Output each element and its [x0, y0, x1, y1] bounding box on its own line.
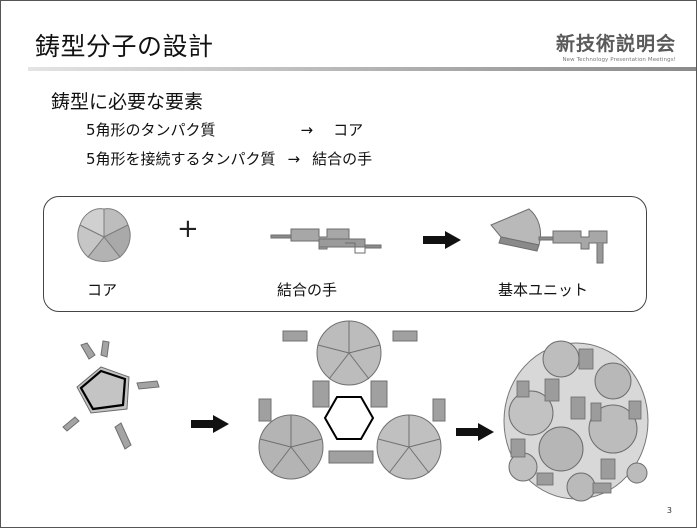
- title-rule: [28, 67, 696, 71]
- arrow-right-icon: [456, 423, 494, 441]
- arrow-right-icon: [423, 231, 461, 249]
- section-heading: 鋳型に必要な要素: [51, 91, 204, 113]
- requirement-1-item: 5角形のタンパク質: [86, 121, 216, 139]
- linker-label: 結合の手: [277, 281, 338, 299]
- logo-main-text: 新技術説明会: [555, 33, 676, 55]
- component-panel: [43, 196, 647, 312]
- requirement-line-2: 5角形を接続するタンパク質 → 結合の手: [86, 148, 372, 169]
- requirement-1-result: コア: [333, 121, 364, 139]
- basic-unit-illustration: [490, 208, 608, 264]
- core-protein-illustration: [77, 208, 131, 262]
- requirement-2-arrow: →: [287, 150, 301, 168]
- logo: 新技術説明会 New Technology Presentation Meeti…: [556, 29, 676, 63]
- requirement-2-result: 結合の手: [312, 150, 373, 168]
- trimer-assembly-illustration: [258, 320, 446, 480]
- arrow-right-icon: [191, 415, 229, 433]
- requirement-1-arrow: →: [300, 121, 314, 139]
- page-number: 3: [666, 506, 672, 515]
- cage-sphere-illustration: [503, 340, 649, 502]
- logo-sub-text: New Technology Presentation Meetings!: [562, 57, 676, 63]
- requirement-line-1: 5角形のタンパク質 → コア: [86, 119, 363, 140]
- linker-protein-illustration: [270, 228, 382, 254]
- basic-unit-label: 基本ユニット: [498, 281, 589, 299]
- core-with-linkers-illustration: [62, 340, 160, 450]
- slide-title: 鋳型分子の設計: [35, 32, 214, 61]
- requirement-2-item: 5角形を接続するタンパク質: [86, 150, 276, 168]
- plus-sign: +: [177, 214, 199, 244]
- core-label: コア: [87, 281, 118, 299]
